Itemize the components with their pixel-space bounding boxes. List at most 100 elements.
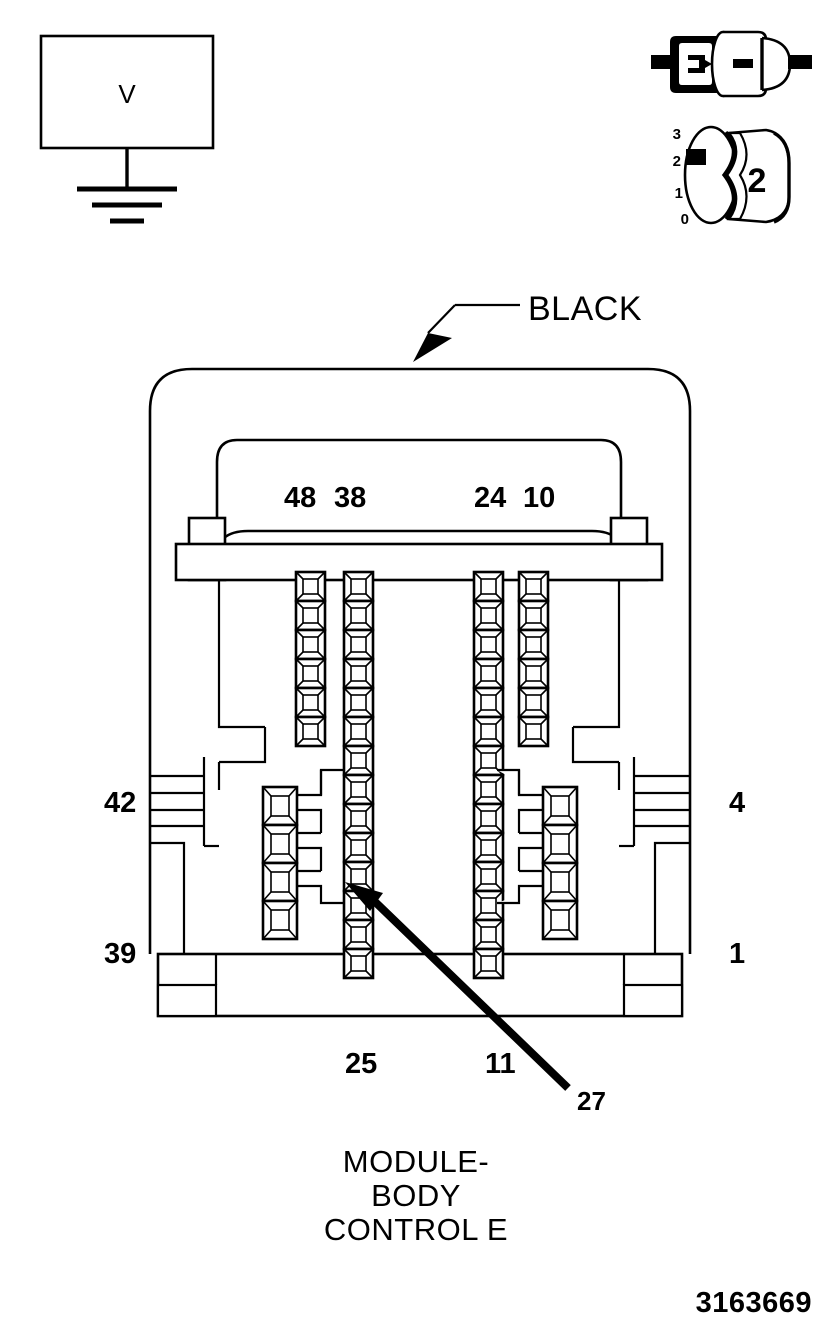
right-pin-labels: 4 1 bbox=[729, 787, 745, 970]
pin-cavity[interactable] bbox=[342, 715, 375, 748]
pin-cavity[interactable] bbox=[342, 947, 375, 980]
body-left-step-upper bbox=[217, 580, 265, 729]
pin-cavity[interactable] bbox=[294, 715, 327, 748]
dial-notch bbox=[721, 130, 736, 221]
probe-rear-cap bbox=[761, 36, 792, 92]
base-foot-left bbox=[156, 983, 218, 1018]
pin-cavity[interactable] bbox=[472, 657, 505, 690]
pin-cavity-wide[interactable] bbox=[261, 899, 299, 941]
dial-position-marker bbox=[686, 149, 706, 165]
pin-cavity[interactable] bbox=[517, 715, 550, 748]
pin-cavity-wide[interactable] bbox=[541, 823, 579, 865]
pin-cavity[interactable] bbox=[517, 657, 550, 690]
right-latch-bracket bbox=[619, 757, 690, 954]
dial-knob-edge bbox=[773, 131, 791, 224]
pin-cavity[interactable] bbox=[472, 831, 505, 864]
pin-cavity[interactable] bbox=[472, 715, 505, 748]
pin-column-right-side bbox=[497, 768, 579, 941]
color-callout-black: BLACK bbox=[413, 290, 642, 362]
callout-27-arrowhead bbox=[345, 882, 383, 911]
probe-left-contact bbox=[688, 55, 712, 73]
pin-cavity[interactable] bbox=[472, 889, 505, 922]
dial-position-2: 2 bbox=[673, 153, 681, 170]
pin-label-42: 42 bbox=[104, 787, 136, 819]
rotary-selector-dial[interactable]: 2 3 2 1 0 bbox=[673, 125, 791, 228]
pin-label-24: 24 bbox=[474, 482, 506, 514]
pin-label-48: 48 bbox=[284, 482, 316, 514]
pin-column-38 bbox=[342, 570, 375, 980]
pin-cavity-wide[interactable] bbox=[541, 785, 579, 827]
left-latch-bracket bbox=[150, 757, 219, 954]
pin-cavity[interactable] bbox=[342, 918, 375, 951]
pin-cavity[interactable] bbox=[294, 628, 327, 661]
caption-line-3: CONTROL E bbox=[324, 1212, 508, 1247]
pin-cavity[interactable] bbox=[517, 570, 550, 603]
connector-body bbox=[148, 580, 692, 954]
pin-cavity[interactable] bbox=[342, 802, 375, 835]
pin-cavity[interactable] bbox=[472, 947, 505, 980]
pin-cavity[interactable] bbox=[342, 744, 375, 777]
pin-cavity[interactable] bbox=[472, 628, 505, 661]
pin-cavity[interactable] bbox=[472, 918, 505, 951]
pin-cavity-wide[interactable] bbox=[261, 785, 299, 827]
pin-cavity[interactable] bbox=[472, 773, 505, 806]
base-foot-right bbox=[622, 983, 684, 1018]
black-leader-diagonal bbox=[427, 304, 456, 334]
figure-number: 3163669 bbox=[696, 1287, 812, 1319]
pin-label-11: 11 bbox=[485, 1048, 516, 1080]
right-side-bracket-b bbox=[517, 846, 543, 871]
dial-knob-inner-fold bbox=[729, 131, 748, 221]
pin-cavity-wide[interactable] bbox=[261, 861, 299, 903]
pin-cavity[interactable] bbox=[294, 570, 327, 603]
pin-cavity[interactable] bbox=[472, 860, 505, 893]
pin-cavity[interactable] bbox=[472, 599, 505, 632]
dial-position-3: 3 bbox=[673, 126, 681, 143]
earth-ground-icon bbox=[77, 186, 177, 224]
pin-cavity[interactable] bbox=[342, 686, 375, 719]
pin-cavity[interactable] bbox=[342, 628, 375, 661]
pin-cavity-wide[interactable] bbox=[541, 861, 579, 903]
pin-cavity[interactable] bbox=[342, 773, 375, 806]
shell-top-left bbox=[148, 367, 193, 760]
pin-label-1: 1 bbox=[729, 938, 745, 970]
figure-caption: MODULE- BODY CONTROL E bbox=[324, 1144, 508, 1247]
pin-cavity[interactable] bbox=[342, 599, 375, 632]
pin-cavity[interactable] bbox=[517, 686, 550, 719]
pin-cavity[interactable] bbox=[472, 802, 505, 835]
pin-cavity[interactable] bbox=[342, 831, 375, 864]
pin-cavity[interactable] bbox=[472, 570, 505, 603]
right-side-bracket-a bbox=[517, 808, 543, 833]
connector-flange bbox=[174, 516, 664, 582]
connector-inner-boss bbox=[215, 438, 623, 547]
voltmeter-body bbox=[39, 34, 215, 150]
probe-slot bbox=[733, 59, 753, 68]
pin-cavity[interactable] bbox=[294, 686, 327, 719]
voltmeter-symbol: V bbox=[39, 34, 215, 224]
pin-cavity[interactable] bbox=[294, 657, 327, 690]
caption-line-2: BODY bbox=[371, 1178, 461, 1213]
pin-cavity-wide[interactable] bbox=[261, 823, 299, 865]
pin-cavity[interactable] bbox=[342, 570, 375, 603]
pin-cavity[interactable] bbox=[517, 628, 550, 661]
flange-bar bbox=[174, 542, 664, 582]
inner-boss-lip bbox=[223, 529, 617, 540]
voltmeter-label: V bbox=[118, 79, 136, 109]
pin-column-48 bbox=[294, 570, 327, 748]
pin-label-4: 4 bbox=[729, 787, 745, 819]
top-pin-labels: 48 38 24 10 bbox=[284, 482, 555, 514]
right-side-bracket-bottom bbox=[497, 884, 543, 905]
left-side-bracket-a bbox=[297, 808, 323, 833]
pin-column-10 bbox=[517, 570, 550, 748]
black-leader-arrowhead bbox=[413, 333, 452, 362]
pin-cavity[interactable] bbox=[472, 686, 505, 719]
cavity-callout-27: 27 bbox=[345, 882, 606, 1116]
pin-cavity[interactable] bbox=[517, 599, 550, 632]
pin-cavity-wide[interactable] bbox=[541, 899, 579, 941]
pin-cavity[interactable] bbox=[294, 599, 327, 632]
pin-label-25: 25 bbox=[345, 1048, 377, 1080]
connector-probe-icon bbox=[651, 30, 812, 98]
body-right-step-upper bbox=[573, 580, 621, 729]
left-pin-labels: 42 39 bbox=[104, 787, 136, 970]
pin-cavity[interactable] bbox=[342, 657, 375, 690]
